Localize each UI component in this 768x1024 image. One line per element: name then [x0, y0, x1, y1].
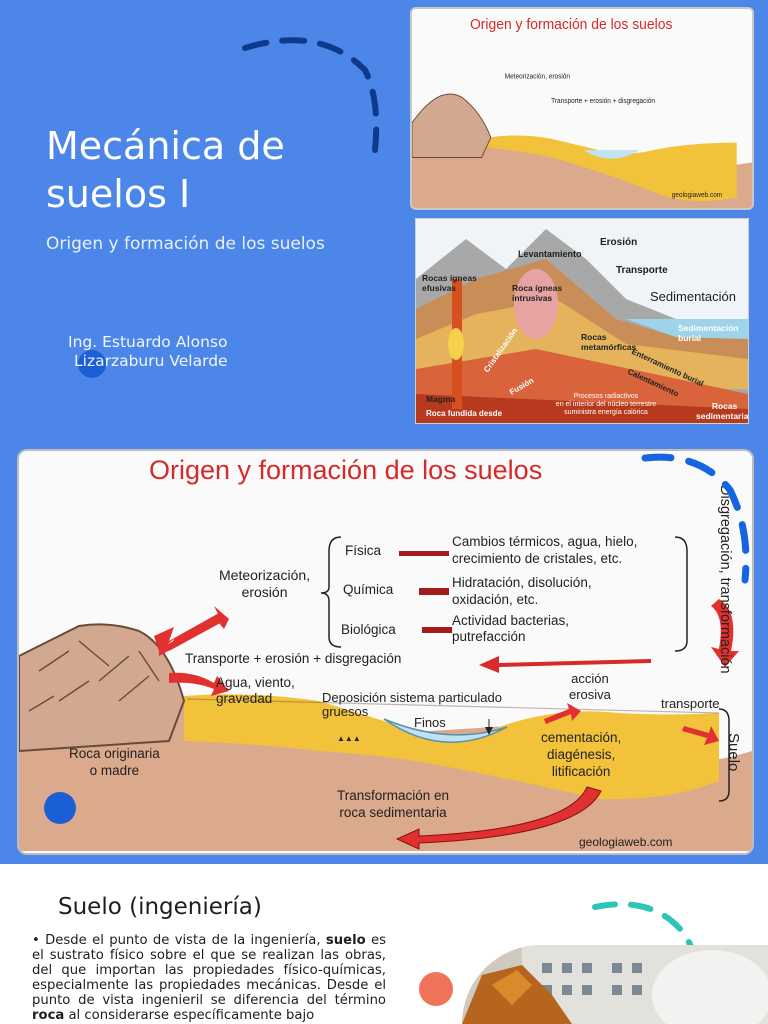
rock-cycle-diagram: Erosión Levantamiento Transporte Sedimen… [415, 218, 749, 424]
label-levantamiento: Levantamiento [518, 249, 582, 259]
label-quimica: Química [343, 582, 394, 597]
presentation-subtitle: Origen y formación de los suelos [46, 234, 325, 254]
label-transporte: Transporte [616, 265, 668, 276]
label-fisica: Física [345, 543, 382, 558]
presentation-title: Mecánica de suelos I [46, 122, 386, 218]
soil-diagram-graphic: ▲▲▲ [19, 451, 752, 853]
rock-cycle-graphic [416, 219, 748, 423]
label-transporte-right: transporte [661, 696, 720, 711]
label-erosion: Erosión [600, 237, 638, 248]
construction-photo-graphic [462, 945, 768, 1024]
author-line-1: Ing. Estuardo Alonso [68, 333, 228, 351]
label-fisica-desc: Cambios térmicos, agua, hielo,crecimient… [452, 534, 638, 566]
label-quimica-desc: Hidratación, disolución,oxidación, etc. [452, 575, 592, 607]
accent-dashed-arc [242, 37, 380, 153]
label-agua-viento: Agua, viento,gravedad [216, 675, 295, 706]
label-biologica-desc: Actividad bacterias,putrefacción [452, 613, 570, 644]
label-roca-fundida: Roca fundida desde [426, 409, 503, 418]
author: Ing. Estuardo Alonso Lizarzaburu Velarde [68, 333, 268, 371]
svg-text:Origen y formación de los suel: Origen y formación de los suelos [470, 16, 672, 33]
label-magma: Magma [426, 394, 456, 404]
term-roca: roca [32, 1008, 65, 1024]
svg-text:geologiaweb.com: geologiaweb.com [672, 192, 723, 199]
label-sedimentacion: Sedimentación [650, 289, 736, 304]
label-disgregacion: Disgregación, transformación [717, 485, 733, 674]
svg-text:Transporte + erosión + disgreg: Transporte + erosión + disgregación [551, 98, 655, 105]
label-transporte-erosion: Transporte + erosión + disgregación [185, 651, 402, 666]
accent-dot-orange [419, 972, 453, 1006]
bullet: • [32, 933, 40, 948]
label-credit: geologiaweb.com [579, 835, 673, 849]
soil-formation-diagram-thumbnail: Origen y formación de los suelos Meteori… [410, 7, 754, 210]
label-finos: Finos [414, 715, 446, 730]
title-line-1: Mecánica de [46, 124, 285, 168]
label-cementacion: cementación,diagénesis,litificación [541, 730, 622, 779]
author-line-2: Lizarzaburu Velarde [74, 352, 228, 370]
body-paragraph: • Desde el punto de vista de la ingenier… [32, 933, 386, 1024]
accent-dashed-arc-2 [641, 453, 750, 584]
accent-dot-2 [44, 792, 76, 824]
diagram-title: Origen y formación de los suelos [149, 455, 543, 485]
svg-text:▲▲▲: ▲▲▲ [337, 734, 361, 743]
title-line-2: suelos I [46, 172, 191, 216]
label-meteorizacion: Meteorización,erosión [219, 567, 311, 600]
construction-photo [462, 945, 768, 1024]
label-suelo: Suelo [725, 733, 742, 772]
label-biologica: Biológica [341, 622, 396, 637]
svg-text:Meteorización, erosión: Meteorización, erosión [505, 73, 570, 80]
accent-dot [78, 350, 106, 378]
term-suelo: suelo [325, 933, 366, 948]
section-heading: Suelo (ingeniería) [58, 894, 262, 920]
soil-diagram-thumbnail-graphic: Origen y formación de los suelos Meteori… [412, 9, 752, 208]
soil-formation-diagram: ▲▲▲ Origen y formación de los suelos Dis… [17, 449, 754, 855]
